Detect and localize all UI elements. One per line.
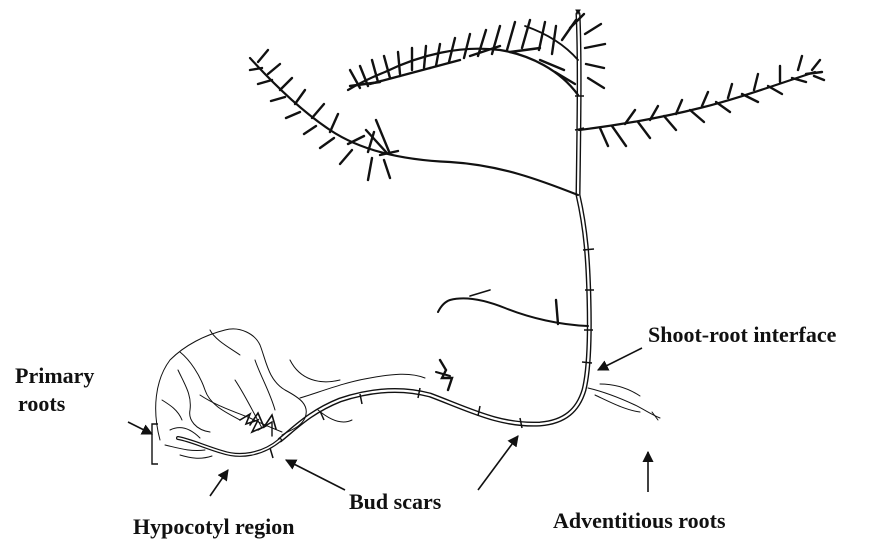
arrow-shoot-root [598,348,642,370]
arrow-hypocotyl [210,470,228,496]
label-adventitious-roots: Adventitious roots [553,509,726,533]
arrow-bud-scar-right [478,436,518,490]
arrow-primary-roots [128,422,152,434]
label-primary-roots-line1: Primary [15,364,94,388]
label-bud-scars: Bud scars [349,490,441,514]
annotation-arrows [128,348,648,496]
label-primary-roots-line2: roots [18,392,65,416]
right-branch [579,56,824,146]
adventitious-roots [588,384,660,420]
lower-branch [438,290,588,326]
stem-nodes [270,96,594,458]
arrow-bud-scar-left [286,460,345,490]
root-system [156,329,452,458]
label-shoot-root-interface: Shoot-root interface [648,323,836,347]
bracket-primary-roots [152,424,158,464]
top-crown [348,10,605,95]
label-hypocotyl-region: Hypocotyl region [133,515,295,539]
